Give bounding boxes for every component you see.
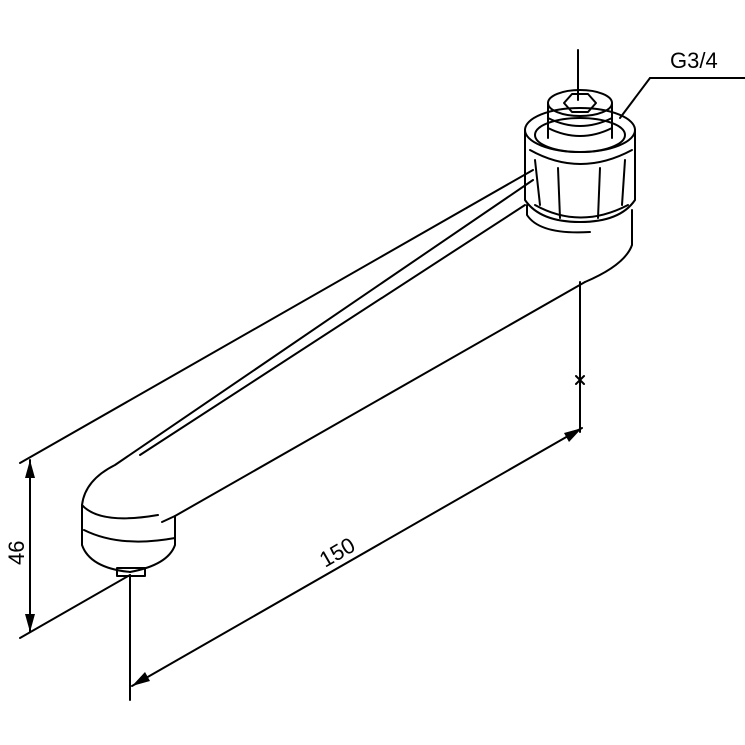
dimension-lines (19, 49, 745, 701)
thread-fitting (547, 89, 613, 139)
thread-size-label: G3/4 (670, 48, 718, 73)
length-dimension-label: 150 (315, 532, 359, 572)
spout-body (81, 179, 633, 573)
height-dimension-label: 46 (4, 541, 29, 565)
hex-nut (524, 107, 636, 223)
